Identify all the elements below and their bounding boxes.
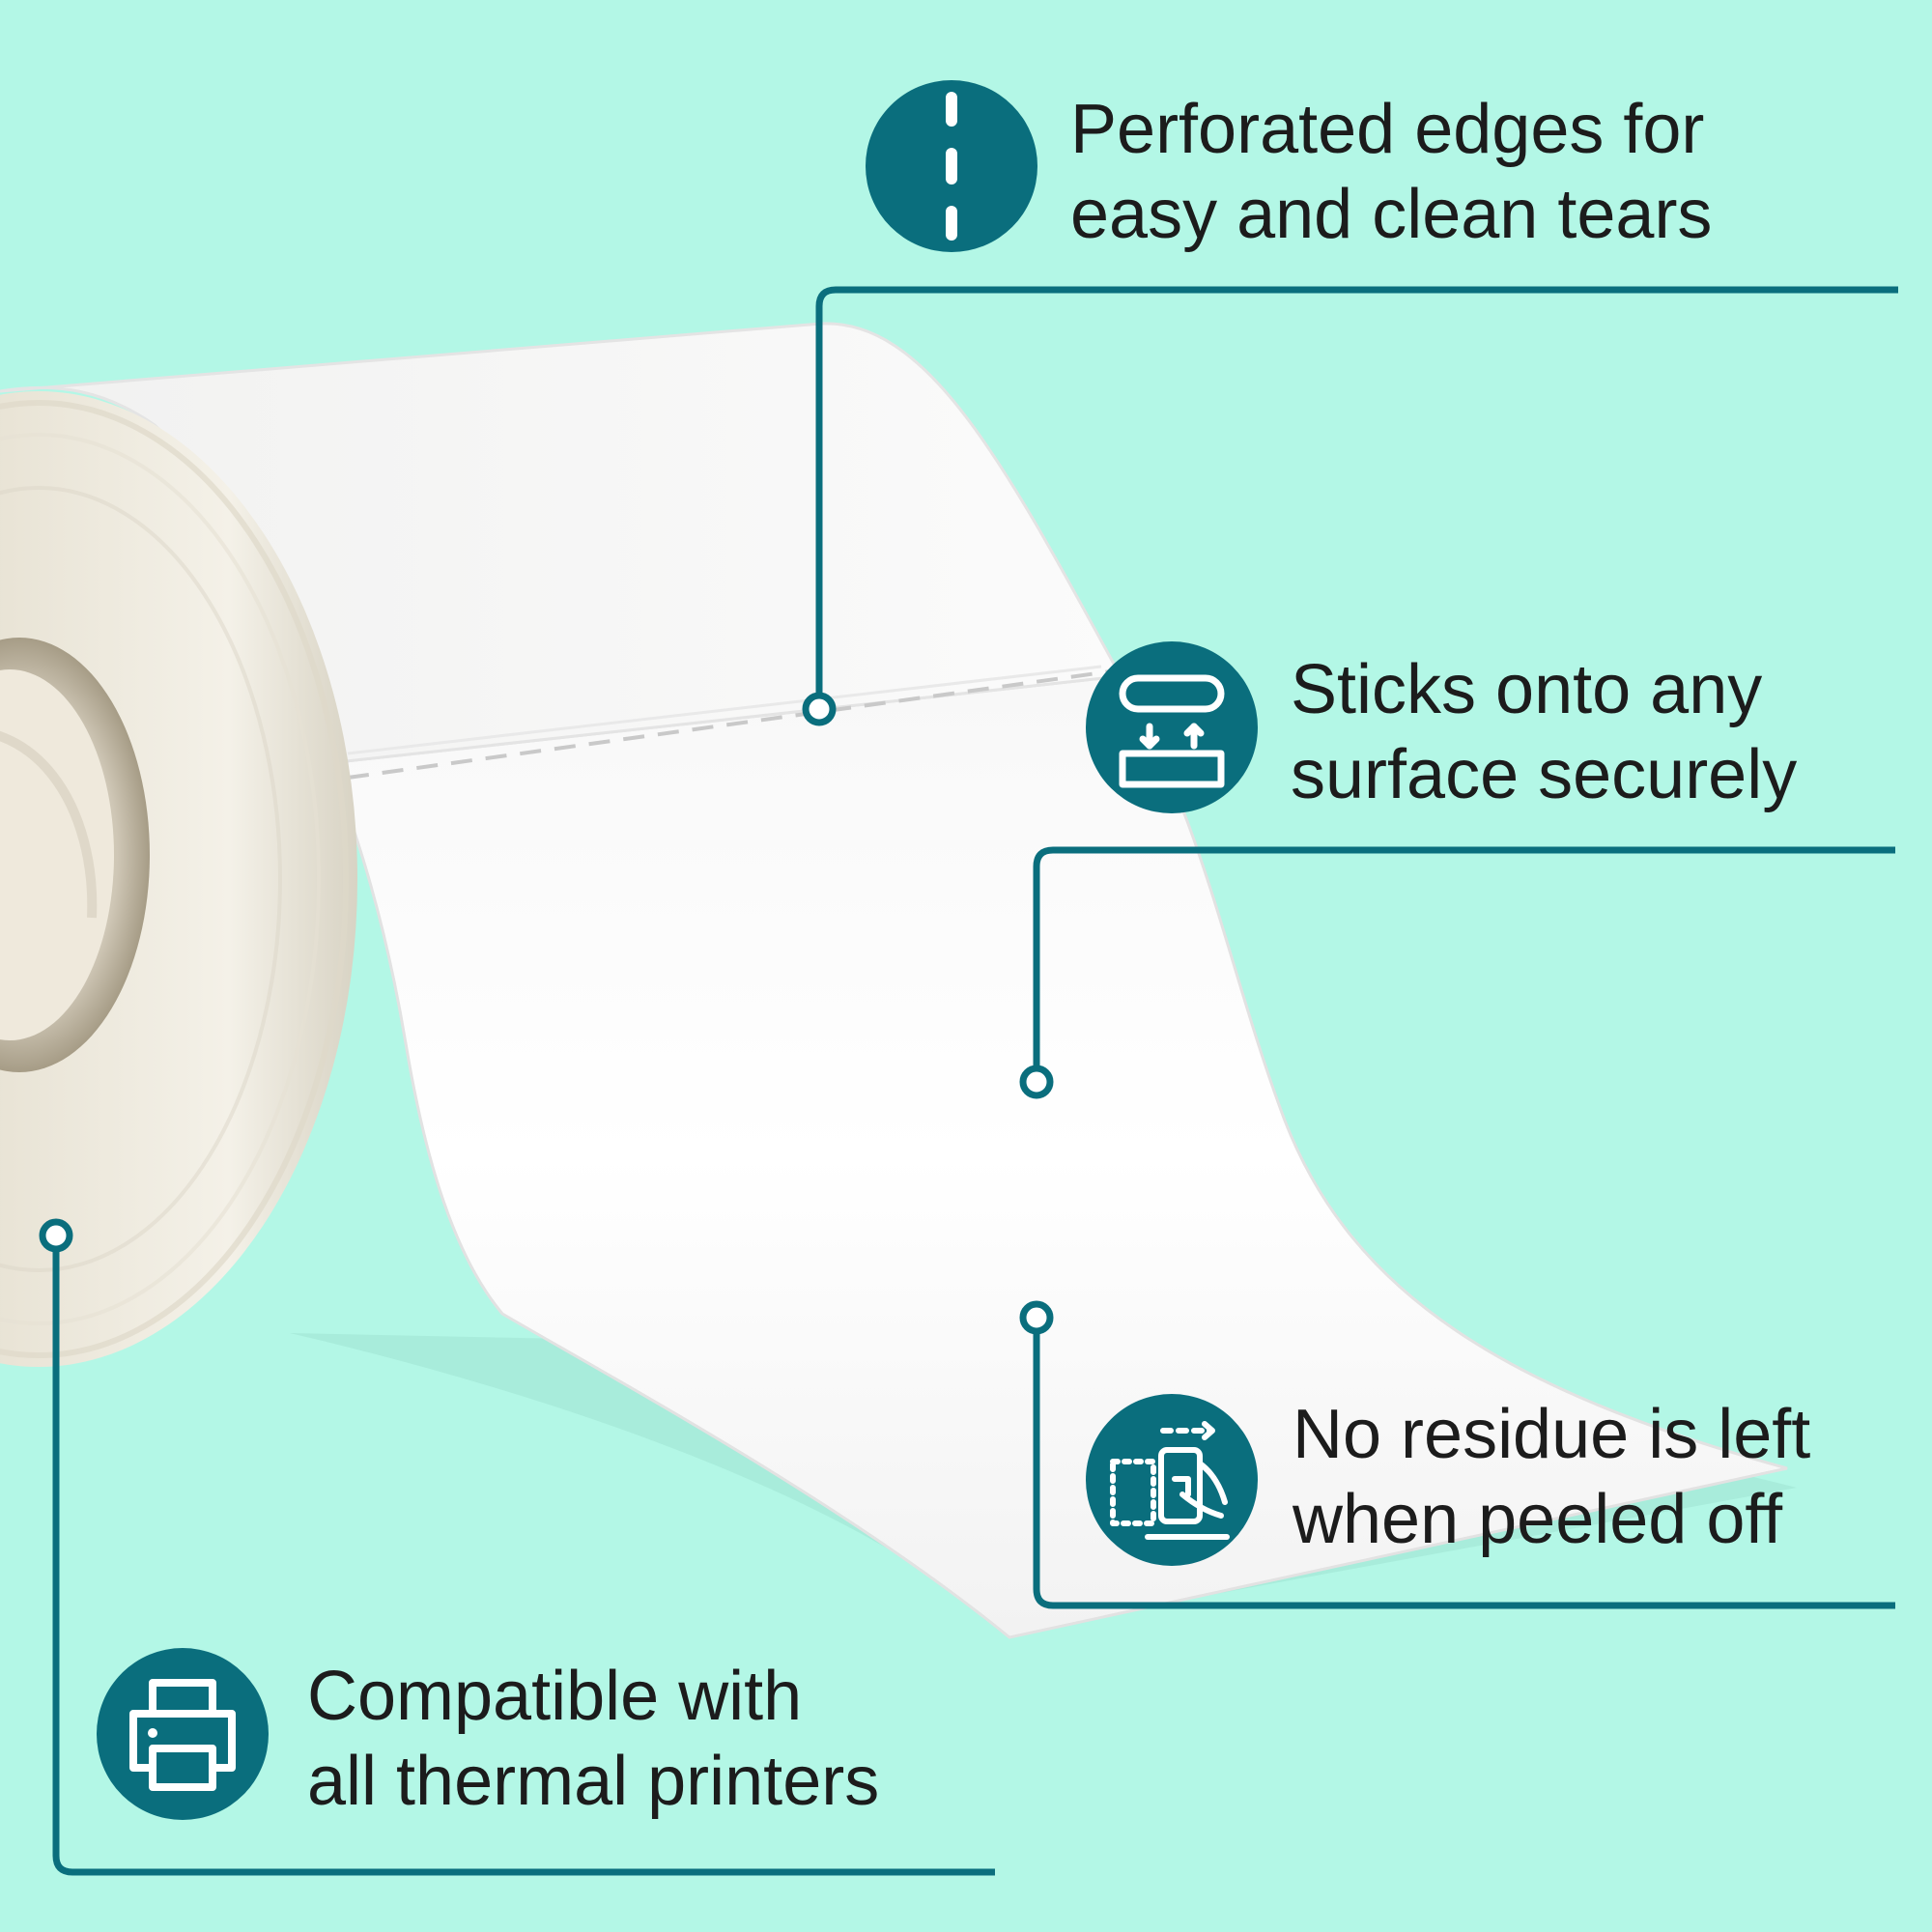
adhesive-icon [1086,641,1258,813]
printers-feature-text: Compatible with all thermal printers [307,1654,879,1824]
residue-feature-text: No residue is left when peeled off [1293,1392,1810,1562]
perforated-callout-dot [802,692,837,726]
sticks-feature-text: Sticks onto any surface securely [1291,647,1797,817]
residue-line-1: No residue is left [1293,1396,1811,1473]
perforated-callout-line [815,286,1898,696]
printers-line-1: Compatible with [307,1658,803,1735]
residue-callout-dot [1019,1300,1054,1335]
label-strip [326,674,1788,1639]
perforated-line-1: Perforated edges for [1070,91,1705,168]
sticks-callout-dot [1019,1065,1054,1099]
sticks-line-1: Sticks onto any [1291,651,1763,728]
perforated-feature-text: Perforated edges for easy and clean tear… [1070,87,1712,257]
residue-line-2: when peeled off [1293,1481,1783,1558]
perforated-line-2: easy and clean tears [1070,176,1713,253]
roll-end-face [0,391,357,1367]
residue-callout-line [1033,1331,1895,1609]
perforation-line [347,669,1112,780]
printers-line-2: all thermal printers [307,1743,880,1820]
sticks-callout-line [1033,846,1895,1067]
peel-off-icon [1086,1394,1258,1566]
printer-icon [97,1648,269,1820]
printers-callout-dot [39,1218,73,1253]
printers-callout-line [52,1249,995,1876]
sticks-line-2: surface securely [1291,736,1798,813]
perforation-icon [866,80,1037,252]
